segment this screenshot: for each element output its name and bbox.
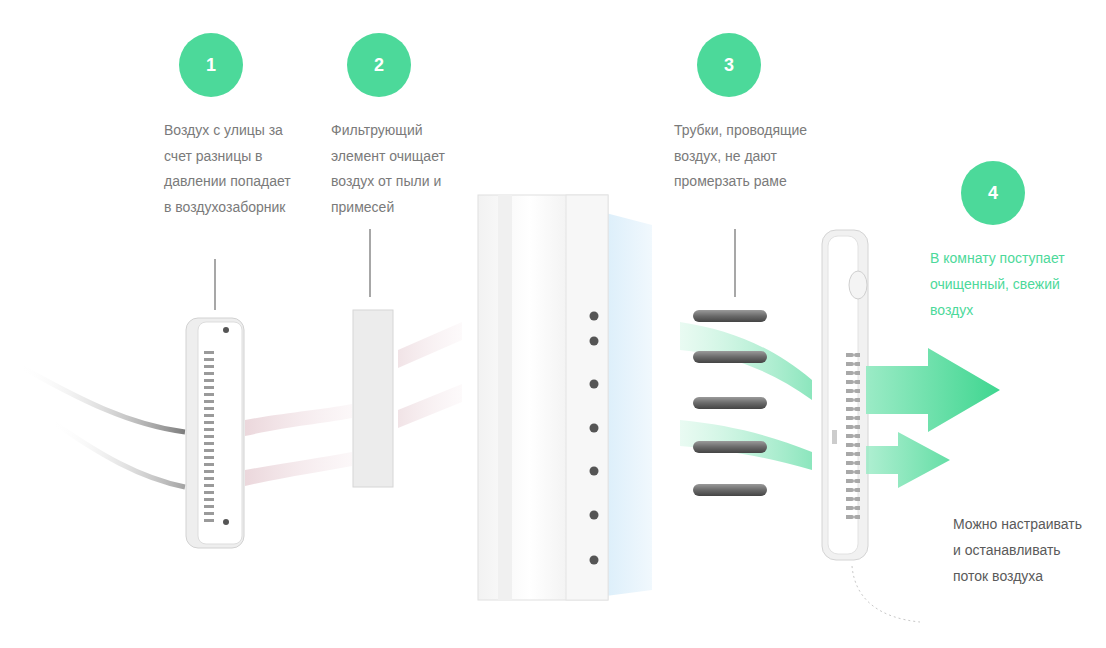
- air-intake: [186, 318, 244, 548]
- description-text: В комнату поступает очищенный, свежий во…: [930, 250, 1065, 318]
- callout-number: 1: [206, 55, 216, 76]
- description-wrap: В комнату поступает очищенный, свежий во…: [930, 245, 1080, 323]
- callout-number: 3: [724, 55, 734, 76]
- description-text: Воздух с улицы за счет разницы в давлени…: [164, 122, 291, 215]
- leader-line: [734, 229, 736, 297]
- callout-circle: 2: [347, 33, 411, 97]
- callout-number: 4: [988, 183, 998, 204]
- air-curve: [50, 420, 185, 487]
- description-text: Фильтрующий элемент очищает воздух от пы…: [331, 122, 445, 215]
- adjust-curve: [852, 566, 920, 622]
- callout-circle: 3: [697, 33, 761, 97]
- callout-circle: 1: [179, 33, 243, 97]
- air-curve: [18, 365, 185, 432]
- leader-line: [214, 259, 216, 310]
- filter-element: [353, 310, 393, 487]
- description-text: Трубки, проводящие воздух, не дают проме…: [674, 122, 807, 189]
- room-unit: [822, 230, 868, 560]
- air-band: [245, 404, 352, 436]
- description-wrap: Можно настраивать и останавливать поток …: [953, 511, 1093, 589]
- description-wrap: Фильтрующий элемент очищает воздух от пы…: [331, 118, 466, 220]
- air-band: [680, 420, 812, 470]
- description-wrap: Трубки, проводящие воздух, не дают проме…: [674, 118, 816, 195]
- description-wrap: Воздух с улицы за счет разницы в давлени…: [164, 118, 292, 220]
- air-band: [680, 322, 812, 400]
- callout-circle: 4: [961, 161, 1025, 225]
- note-text: Можно настраивать и останавливать поток …: [953, 516, 1082, 584]
- air-band: [245, 452, 352, 486]
- flow-arrow: [866, 432, 950, 488]
- air-band: [398, 384, 462, 428]
- leader-line: [369, 229, 371, 297]
- air-band: [398, 322, 462, 368]
- window-frame: [478, 195, 652, 600]
- callout-number: 2: [374, 55, 384, 76]
- air-tubes: [693, 310, 767, 496]
- flow-arrow: [866, 348, 1000, 432]
